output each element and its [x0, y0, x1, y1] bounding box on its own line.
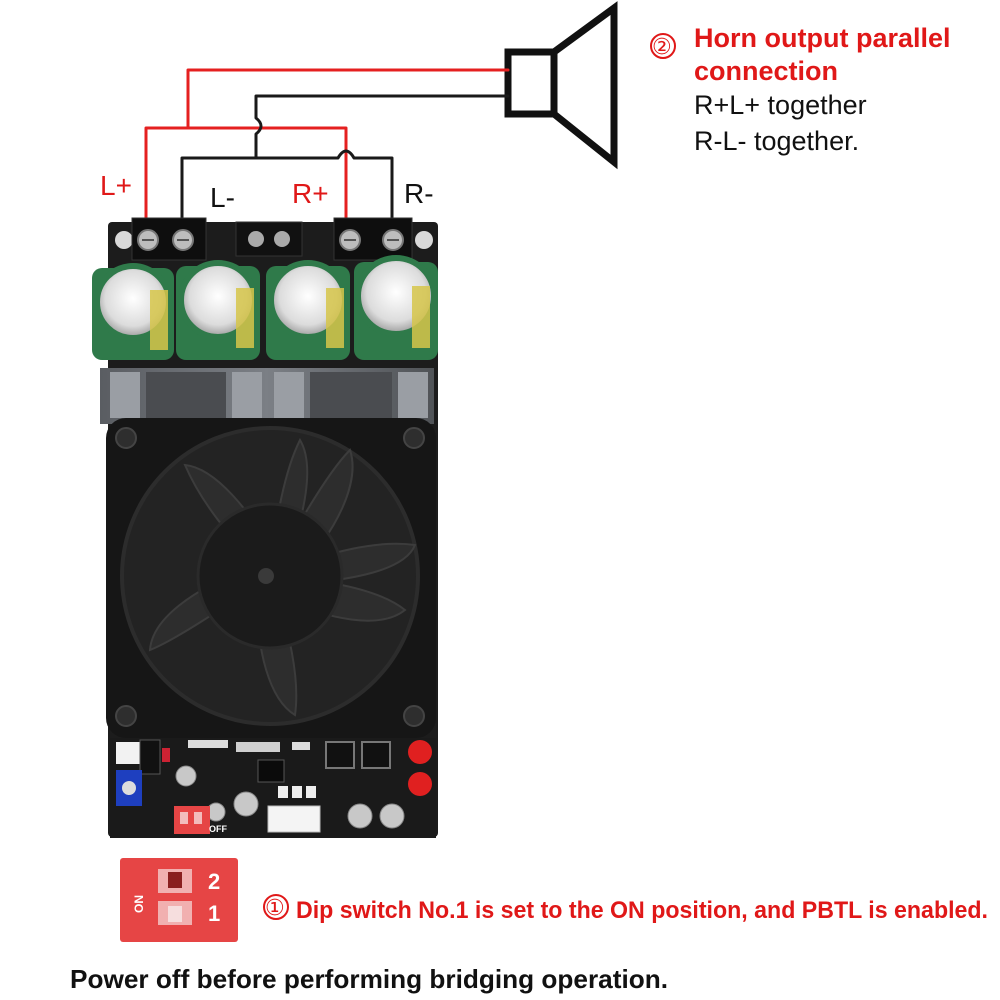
- red-wire-l-plus: [144, 126, 348, 238]
- label-l-plus: L+: [100, 170, 132, 201]
- amplifier-board: [92, 217, 438, 838]
- note-dip-text: Dip switch No.1 is set to the ON positio…: [296, 897, 988, 924]
- label-r-minus: R-: [404, 178, 434, 209]
- note-parallel-number: ②: [652, 34, 672, 59]
- note-parallel-line1: Horn output parallel: [694, 23, 951, 53]
- wiring: [144, 68, 510, 238]
- capacitor: [354, 255, 438, 360]
- note-parallel-connection: ② Horn output parallel connection R+L+ t…: [650, 23, 951, 156]
- footer-warning: Power off before performing bridging ope…: [70, 964, 668, 994]
- dip-label-off: OFF: [209, 824, 227, 834]
- note-parallel-line4: R-L- together.: [694, 126, 859, 156]
- dip-label-on: ON: [132, 895, 146, 913]
- capacitors: [92, 255, 438, 360]
- dip-label-2: 2: [208, 869, 220, 894]
- speaker-icon: [504, 1, 618, 170]
- dip-label-1: 1: [208, 901, 220, 926]
- note-dip-number: ①: [265, 895, 285, 920]
- label-r-plus: R+: [292, 178, 329, 209]
- note-parallel-line3: R+L+ together: [694, 90, 867, 120]
- red-wire-speaker: [186, 68, 510, 130]
- note-dip-badge: [263, 894, 289, 920]
- dip-switch-closeup: 2 1 ON: [120, 858, 238, 942]
- note-dip-switch: ① Dip switch No.1 is set to the ON posit…: [263, 894, 988, 924]
- heatsink: [100, 368, 434, 424]
- capacitor: [266, 260, 350, 360]
- note-parallel-line2: connection: [694, 56, 838, 86]
- capacitor: [92, 263, 174, 360]
- capacitor: [176, 260, 260, 360]
- terminal-blocks: [131, 217, 413, 261]
- note-number-badge: [650, 33, 676, 59]
- black-wire-speaker: [254, 94, 510, 160]
- control-section: [110, 738, 436, 838]
- black-wire-l-minus: [180, 149, 394, 238]
- label-l-minus: L-: [210, 182, 235, 213]
- fan-icon: [106, 418, 436, 766]
